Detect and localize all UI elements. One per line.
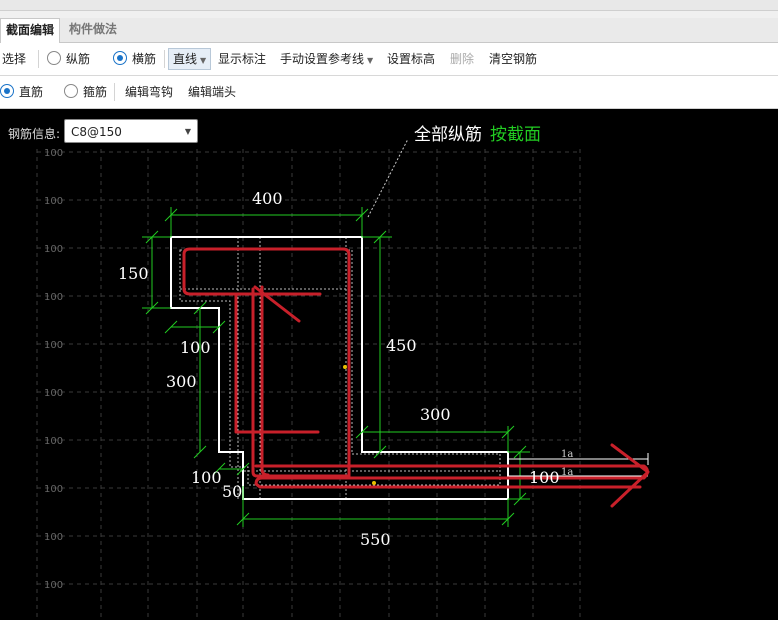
reference-point [372,481,376,485]
dim-step-width: 100 [180,338,211,357]
radio-selected-icon [0,84,14,98]
rebar-inner-vertical [234,292,320,434]
toolbar-main: 选择 纵筋 横筋 直线▼ 显示标注 手动设置参考线▼ 设置标高 删除 清空钢筋 [0,43,778,76]
straight-bar-radio[interactable]: 直筋 [0,76,43,108]
svg-text:100: 100 [44,196,63,207]
rebar-stirrup-top [182,247,351,478]
longitudinal-radio[interactable]: 纵筋 [47,43,90,75]
manual-reference-line-dropdown[interactable]: 手动设置参考线▼ [280,43,373,75]
manual-ref-label: 手动设置参考线 [280,52,365,66]
svg-text:100: 100 [44,148,63,159]
select-button[interactable]: 选择 [2,52,27,66]
dim-top-width: 400 [252,189,283,208]
inner-guides [179,237,501,499]
transverse-radio[interactable]: 横筋 [113,43,156,75]
clear-rebar-button[interactable]: 清空钢筋 [489,52,538,66]
rebar-center-vertical [260,285,270,477]
grid-lines [36,149,581,620]
tab-component-method[interactable]: 构件做法 [69,22,118,36]
chevron-down-icon: ▼ [367,56,374,65]
chevron-down-icon: ▼ [200,56,207,65]
dim-left-height: 150 [118,264,149,283]
svg-text:100: 100 [44,580,63,591]
rebar-bottom-loop [254,464,649,489]
svg-text:100: 100 [44,532,63,543]
svg-text:100: 100 [44,244,63,255]
rebar-info-select[interactable]: C8@150 ▼ [64,119,198,143]
rebar-end-hook [610,443,650,508]
radio-icon [64,84,78,98]
straight-label: 直筋 [19,85,44,99]
reference-point [343,365,347,369]
chevron-down-icon: ▼ [184,127,191,136]
dim-mid-height: 300 [166,372,197,391]
anchorage-lines [508,453,649,477]
radio-selected-icon [113,51,127,65]
section-drawing: 100 100 100 100 100 100 100 100 100 100 [36,125,650,620]
svg-text:100: 100 [44,484,63,495]
transverse-label: 横筋 [132,52,157,66]
dim-bottom-step: 100 [191,468,222,487]
line-mode-label: 直线 [173,52,198,66]
show-annotation-button[interactable]: 显示标注 [218,52,267,66]
svg-text:100: 100 [44,436,63,447]
dim-bottom-small: 50 [222,482,242,501]
grid-labels: 100 100 100 100 100 100 100 100 100 100 [44,148,63,591]
annotation-leader [367,138,409,218]
svg-text:1a: 1a [561,449,573,460]
stirrup-radio[interactable]: 箍筋 [64,76,107,108]
rebar-info-label: 钢筋信息: [8,127,61,141]
set-elevation-button[interactable]: 设置标高 [387,52,436,66]
toolbar-secondary: 直筋 箍筋 编辑弯钩 编辑端头 [0,76,778,109]
edit-hook-button[interactable]: 编辑弯钩 [125,85,174,99]
stirrup-label: 箍筋 [83,85,108,99]
rebar-info-value: C8@150 [71,125,122,139]
edit-end-button[interactable]: 编辑端头 [188,85,237,99]
radio-icon [47,51,61,65]
dimension-lines [142,207,530,527]
dim-bottom-width: 550 [360,530,391,549]
delete-button[interactable]: 删除 [450,52,475,66]
dim-right-width: 300 [420,405,451,424]
dim-end-height: 100 [529,468,560,487]
rebar-annotation: 全部纵筋按截面 [414,125,541,145]
longitudinal-label: 纵筋 [66,52,91,66]
svg-text:100: 100 [44,340,63,351]
drawing-canvas[interactable]: 100 100 100 100 100 100 100 100 100 100 [0,109,778,620]
tab-section-edit[interactable]: 截面编辑 [0,18,61,43]
line-mode-dropdown[interactable]: 直线▼ [168,43,212,75]
dimension-labels: 400 150 100 300 450 300 100 50 100 550 [118,189,560,549]
svg-text:1a: 1a [561,467,573,478]
anchorage-labels: 1a 1a [561,449,573,478]
rebar-paths [182,247,650,508]
svg-text:100: 100 [44,292,63,303]
tab-bar: 截面编辑 构件做法 [0,18,778,43]
svg-text:100: 100 [44,388,63,399]
dim-right-height: 450 [386,336,417,355]
window-titlebar [0,0,778,11]
